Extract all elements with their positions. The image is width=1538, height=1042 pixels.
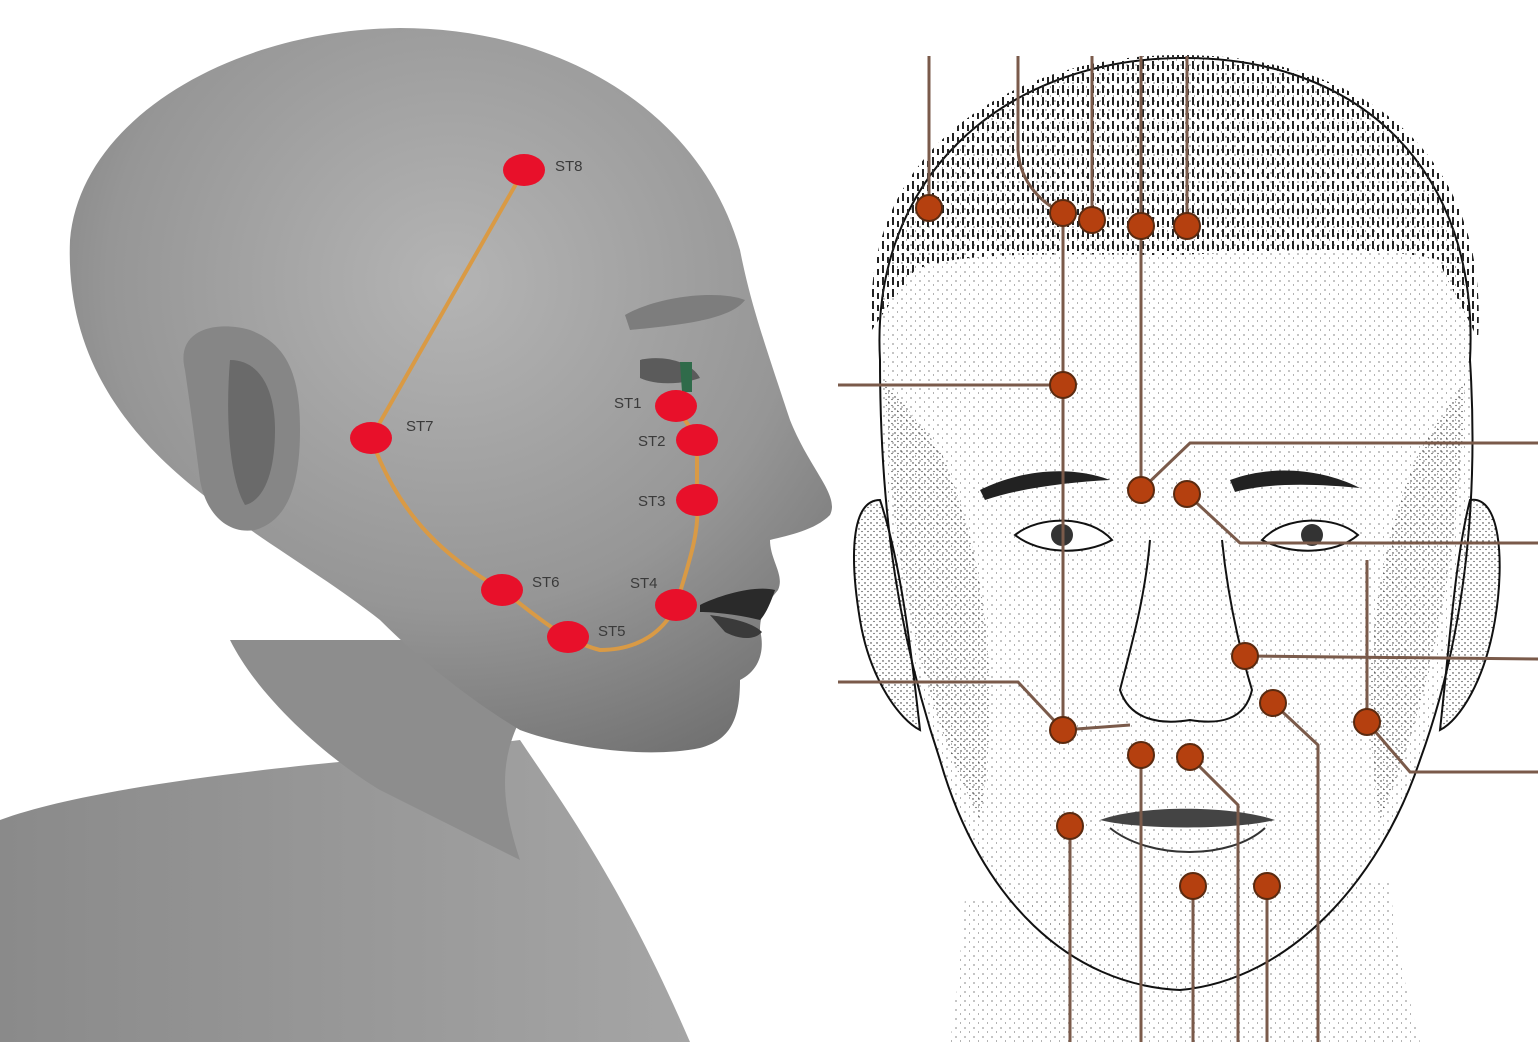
marker: [1260, 690, 1286, 716]
profile-diagram: ST1 ST2 ST3 ST4 ST5 ST6 ST7 ST8: [0, 0, 840, 1042]
marker: [1050, 717, 1076, 743]
label-st4: ST4: [630, 575, 658, 592]
marker: [1232, 643, 1258, 669]
profile-svg: ST1 ST2 ST3 ST4 ST5 ST6 ST7 ST8: [0, 0, 840, 1042]
label-st7: ST7: [406, 418, 434, 435]
marker: [1354, 709, 1380, 735]
shoulders-shape: [0, 740, 690, 1042]
label-st8: ST8: [555, 158, 583, 175]
point-st3: [676, 484, 718, 516]
marker: [1050, 372, 1076, 398]
marker: [1180, 873, 1206, 899]
point-st1: [655, 390, 697, 422]
marker: [1177, 744, 1203, 770]
marker: [1254, 873, 1280, 899]
point-st7: [350, 422, 392, 454]
marker: [1050, 200, 1076, 226]
marker: [1128, 213, 1154, 239]
label-st2: ST2: [638, 433, 666, 450]
marker: [1174, 213, 1200, 239]
point-st5: [547, 621, 589, 653]
point-st2: [676, 424, 718, 456]
front-face-diagram: [836, 0, 1538, 1042]
label-st5: ST5: [598, 623, 626, 640]
marker: [1128, 742, 1154, 768]
marker: [1079, 207, 1105, 233]
eye-lash-mark: [680, 362, 692, 392]
label-st3: ST3: [638, 493, 666, 510]
marker: [1174, 481, 1200, 507]
marker: [916, 195, 942, 221]
marker: [1128, 477, 1154, 503]
head-shape: [70, 28, 832, 752]
point-st4: [655, 589, 697, 621]
marker: [1057, 813, 1083, 839]
label-st1: ST1: [614, 395, 642, 412]
front-face-svg: [836, 0, 1538, 1042]
label-st6: ST6: [532, 574, 560, 591]
point-st8: [503, 154, 545, 186]
point-st6: [481, 574, 523, 606]
